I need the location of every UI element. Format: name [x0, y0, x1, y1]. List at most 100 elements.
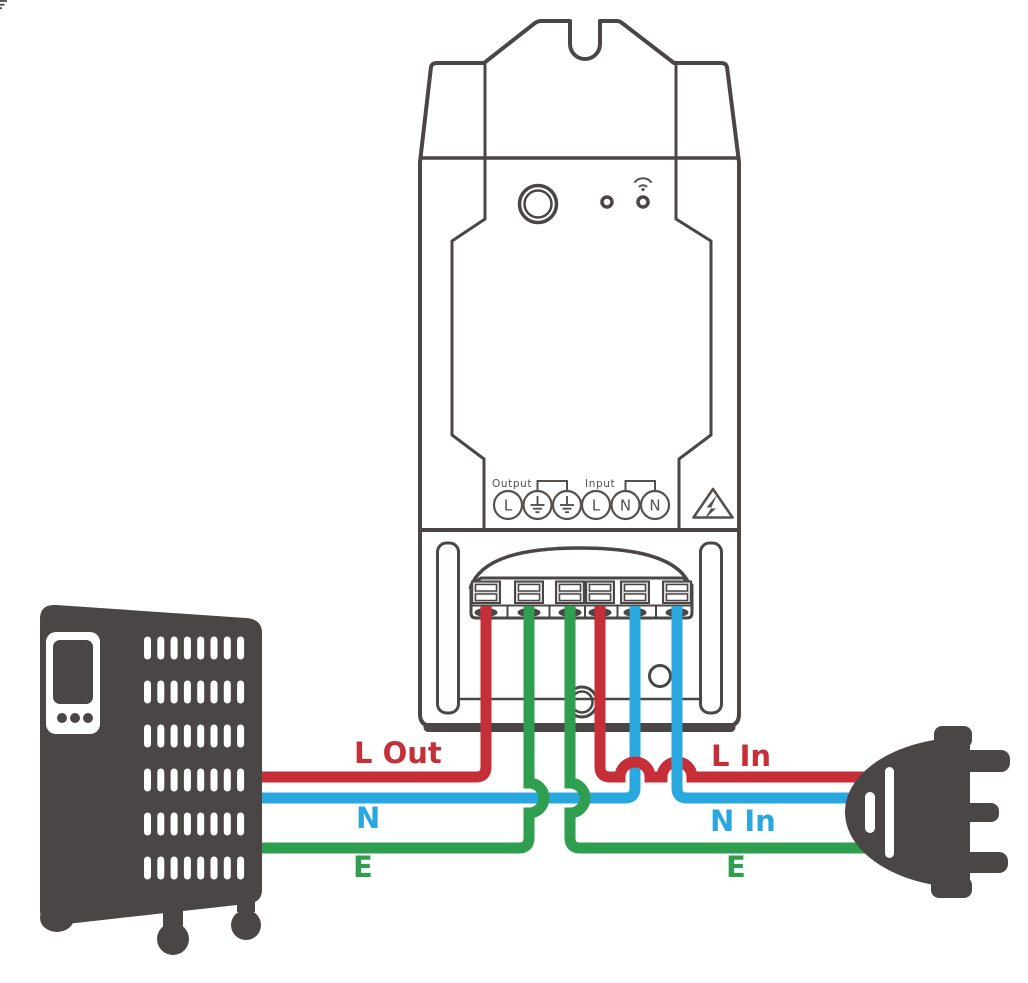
vent-slot — [210, 724, 218, 748]
vent-slot — [183, 724, 191, 748]
vent-slot — [210, 768, 218, 792]
front-panel-left-edge — [450, 63, 487, 530]
heater-caster-mount — [237, 890, 255, 912]
vent-slot — [210, 812, 218, 836]
power-button-inner-ring — [523, 189, 553, 219]
vent-slot — [157, 856, 165, 880]
vent-slot — [237, 768, 245, 792]
heater-caster — [157, 923, 189, 955]
terminal-clamp-slot — [665, 583, 689, 592]
vent-slot — [157, 812, 165, 836]
wifi-icon — [634, 177, 652, 192]
smart-plug-device: Output Input L L N N — [0, 0, 741, 732]
vent-slot — [197, 636, 205, 660]
terminal-clamp-slot — [623, 583, 647, 592]
vent-slot — [170, 768, 178, 792]
terminal-circle-earth-1 — [522, 489, 553, 521]
vent-slot — [157, 724, 165, 748]
vent-slot — [237, 856, 245, 880]
vent-slot — [223, 856, 231, 880]
terminal-letter: L — [592, 497, 601, 515]
earth-symbol-icon — [529, 495, 546, 514]
terminal-block — [469, 576, 694, 620]
label-n: N — [356, 801, 380, 835]
label-e-right: E — [726, 850, 746, 884]
vent-slot — [157, 768, 165, 792]
front-panel-right-edge — [674, 63, 713, 530]
terminal-circle-n-1 — [610, 489, 641, 521]
vent-slot — [237, 812, 245, 836]
earth-symbol-icon — [559, 495, 575, 514]
status-led — [600, 195, 614, 209]
heater — [40, 604, 262, 955]
terminal-block-body — [469, 576, 694, 620]
vent-slot — [223, 636, 231, 660]
terminal-letter: L — [504, 497, 513, 515]
compartment-right-panel — [699, 541, 723, 715]
heater-screen — [53, 640, 93, 704]
heater-button — [70, 713, 80, 723]
terminal-letter: N — [649, 497, 660, 515]
heater-caster-mount — [163, 903, 183, 927]
vent-slot — [197, 680, 205, 704]
device-outline — [418, 19, 741, 728]
vent-slot — [170, 636, 178, 660]
vent-slot — [144, 812, 151, 836]
heater-foot — [40, 904, 74, 932]
terminal-circle-n-2 — [639, 489, 671, 521]
vent-slot — [197, 768, 205, 792]
wire-earth-plug — [564, 606, 888, 854]
terminal-block-arch — [468, 546, 693, 590]
terminal-clamp-slot — [558, 593, 582, 602]
vent-slot — [183, 856, 191, 880]
heater-vent-slots — [144, 636, 245, 880]
vent-slot — [170, 680, 178, 704]
heater-caster — [231, 910, 261, 940]
terminal-clamp-slot — [474, 583, 498, 592]
vent-slot — [157, 680, 165, 704]
vent-slot — [183, 636, 191, 660]
plug-body — [845, 737, 970, 888]
vent-slot — [210, 636, 218, 660]
terminal-letter: N — [620, 497, 631, 515]
vent-slot — [237, 724, 245, 748]
heater-button — [83, 713, 93, 723]
vent-slot — [144, 636, 151, 660]
terminal-clamp-slot — [517, 593, 541, 602]
compartment-left-panel — [436, 541, 460, 715]
label-l-out: L Out — [354, 736, 442, 770]
wire-neutral-heater — [258, 606, 641, 804]
vent-slot — [183, 680, 191, 704]
vent-slot — [197, 856, 205, 880]
label-e-left: E — [353, 850, 373, 884]
plug-pin-bottom — [960, 852, 1008, 873]
vent-slot — [237, 680, 245, 704]
wire-live-out — [258, 606, 492, 783]
vent-slot — [144, 680, 151, 704]
terminal-clamp-slot — [588, 583, 612, 592]
output-group-label: Output — [492, 478, 532, 490]
wires — [258, 606, 888, 854]
label-n-in: N In — [710, 804, 776, 838]
vent-slot — [223, 724, 231, 748]
mains-plug — [845, 726, 1010, 898]
vent-slot — [223, 812, 231, 836]
terminal-clamp-slot — [623, 593, 647, 602]
wire-neutral-plug — [671, 606, 886, 804]
vent-slot — [210, 680, 218, 704]
terminal-clamp-slot — [474, 593, 498, 602]
warning-triangle-icon — [692, 487, 734, 519]
terminal-clamp-slot — [558, 583, 582, 592]
terminal-circle-l-in — [580, 489, 612, 521]
wire-labels: L Out N E L In N In E — [353, 736, 776, 884]
power-button — [517, 183, 559, 225]
earth-pair-bracket — [536, 480, 568, 490]
wifi-led — [636, 195, 650, 209]
wire-earth-heater — [258, 606, 550, 854]
terminal-circle-l-out — [492, 489, 524, 521]
vent-slot — [170, 856, 178, 880]
heater-button — [57, 713, 67, 723]
cable-hole — [648, 664, 672, 688]
vent-slot — [144, 768, 151, 792]
